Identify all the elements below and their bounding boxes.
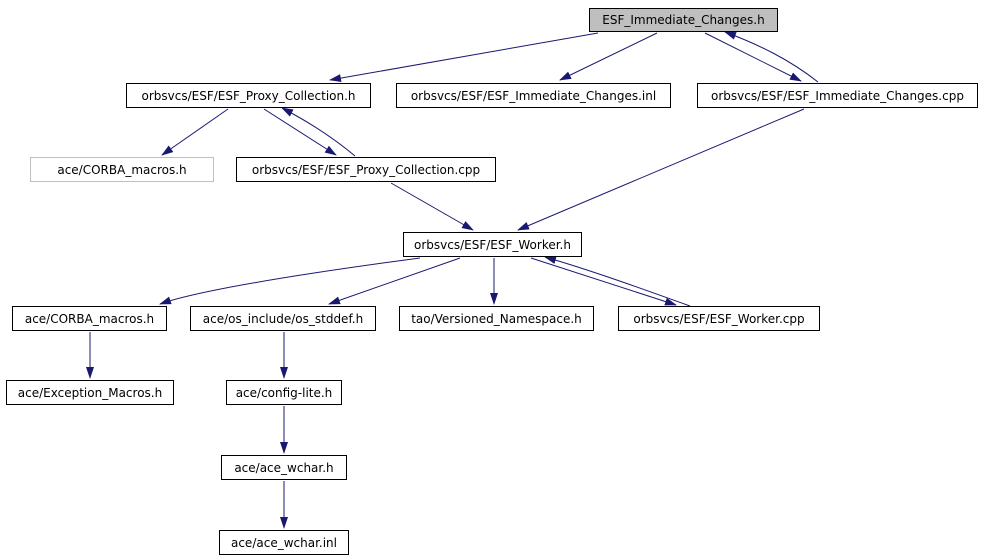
- edge-proxy-cpp-to-worker-h: [390, 182, 474, 231]
- node-corba-macros[interactable]: ace/CORBA_macros.h: [12, 306, 167, 331]
- edge-proxy-h-to-corba-macros-top: [161, 108, 229, 156]
- node-os-stddef[interactable]: ace/os_include/os_stddef.h: [190, 306, 376, 331]
- node-proxy-collection-h[interactable]: orbsvcs/ESF/ESF_Proxy_Collection.h: [126, 83, 371, 108]
- edge-worker-h-to-worker-cpp: [530, 257, 677, 306]
- node-worker-h[interactable]: orbsvcs/ESF/ESF_Worker.h: [403, 232, 582, 257]
- node-versioned-namespace[interactable]: tao/Versioned_Namespace.h: [399, 306, 594, 331]
- node-label: ace/CORBA_macros.h: [24, 311, 155, 326]
- node-label: orbsvcs/ESF/ESF_Worker.cpp: [633, 311, 805, 326]
- edge-worker-cpp-to-worker-h: [544, 256, 691, 307]
- node-label: ESF_Immediate_Changes.h: [602, 13, 765, 27]
- edge-immediate-h-to-proxy-collection-h: [329, 32, 599, 83]
- node-label: orbsvcs/ESF/ESF_Worker.h: [414, 237, 571, 252]
- node-label: orbsvcs/ESF/ESF_Proxy_Collection.cpp: [251, 162, 481, 177]
- node-worker-cpp[interactable]: orbsvcs/ESF/ESF_Worker.cpp: [618, 306, 820, 331]
- edges: [86, 31, 819, 529]
- edge-immediate-cpp-to-immediate-h: [724, 31, 819, 83]
- node-label: ace/os_include/os_stddef.h: [202, 311, 364, 326]
- node-label: ace/config-lite.h: [235, 385, 333, 400]
- node-ace-wchar-inl[interactable]: ace/ace_wchar.inl: [219, 530, 349, 555]
- edge-proxy-h-to-proxy-cpp: [263, 108, 337, 156]
- node-label: ace/ace_wchar.inl: [230, 535, 337, 550]
- node-immediate-changes-cpp[interactable]: orbsvcs/ESF/ESF_Immediate_Changes.cpp: [697, 83, 978, 108]
- node-immediate-changes-h[interactable]: ESF_Immediate_Changes.h: [589, 8, 778, 32]
- node-label: ace/Exception_Macros.h: [17, 385, 163, 400]
- node-proxy-collection-cpp[interactable]: orbsvcs/ESF/ESF_Proxy_Collection.cpp: [236, 157, 496, 182]
- node-label: orbsvcs/ESF/ESF_Immediate_Changes.cpp: [711, 88, 964, 103]
- edge-immediate-h-to-immediate-inl: [559, 32, 658, 81]
- node-label: ace/ace_wchar.h: [234, 460, 334, 475]
- node-immediate-changes-inl[interactable]: orbsvcs/ESF/ESF_Immediate_Changes.inl: [396, 83, 671, 108]
- node-corba-macros-top[interactable]: ace/CORBA_macros.h: [30, 157, 214, 182]
- node-label: orbsvcs/ESF/ESF_Immediate_Changes.inl: [410, 88, 657, 103]
- node-ace-wchar-h[interactable]: ace/ace_wchar.h: [221, 455, 347, 480]
- edge-proxy-cpp-to-proxy-h: [281, 107, 356, 157]
- edge-worker-h-to-corba-macros: [159, 257, 421, 305]
- node-config-lite[interactable]: ace/config-lite.h: [226, 380, 342, 405]
- node-label: ace/CORBA_macros.h: [57, 162, 187, 177]
- node-exception-macros[interactable]: ace/Exception_Macros.h: [6, 380, 174, 405]
- edge-immediate-h-to-immediate-cpp: [704, 32, 802, 82]
- edge-worker-h-to-os-stddef: [328, 257, 461, 305]
- edge-immediate-cpp-to-worker-h: [517, 108, 805, 231]
- node-label: orbsvcs/ESF/ESF_Proxy_Collection.h: [141, 88, 356, 103]
- node-label: tao/Versioned_Namespace.h: [411, 311, 582, 326]
